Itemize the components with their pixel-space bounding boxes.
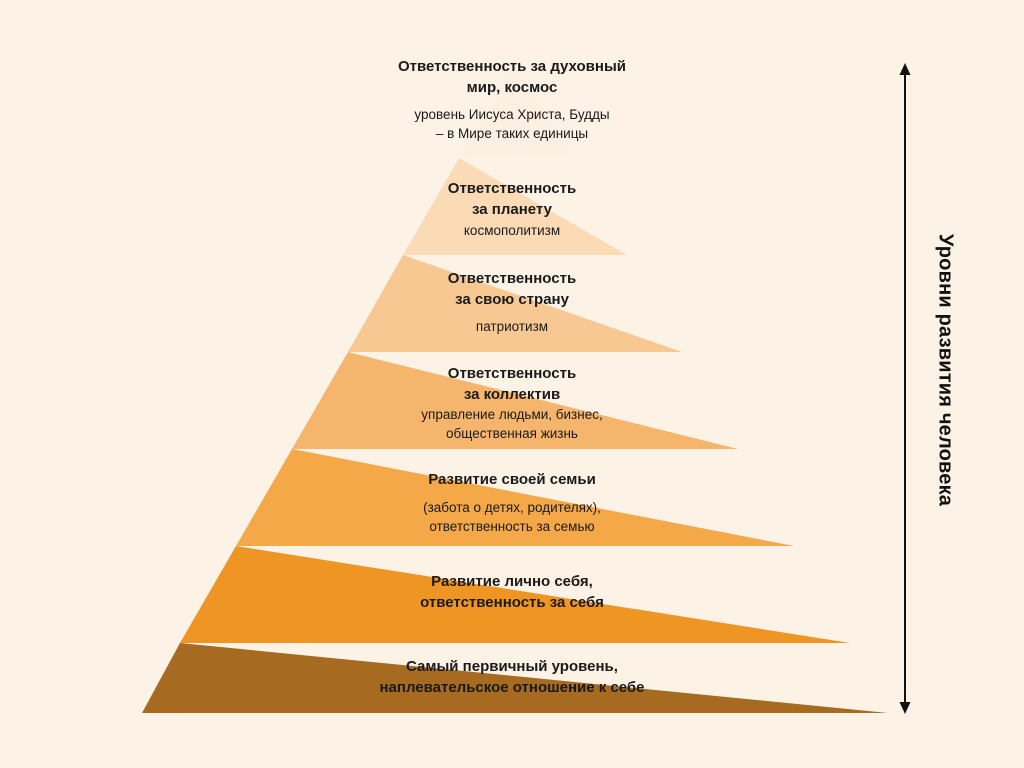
pyramid-level-1-subtitle: уровень Иисуса Христа, Будды – в Мире та… (414, 107, 610, 141)
pyramid-level-3-text: Ответственность за свою страну патриотиз… (312, 268, 712, 336)
pyramid-level-7-title: Самый первичный уровень, наплевательское… (379, 658, 645, 696)
pyramid-level-7-text: Самый первичный уровень, наплевательское… (312, 656, 712, 698)
pyramid-level-2-band (403, 158, 627, 255)
pyramid-level-4-subtitle: управление людьми, бизнес, общественная … (421, 407, 603, 441)
pyramid-level-5-band (236, 449, 794, 546)
pyramid-level-7-band (142, 643, 888, 713)
pyramid-level-3-subtitle: патриотизм (475, 319, 549, 334)
vertical-double-arrow (899, 63, 911, 714)
pyramid-level-6-title: Развитие лично себя, ответственность за … (420, 573, 604, 611)
pyramid-level-6-band (180, 546, 850, 643)
pyramid-level-5-title: Развитие своей семьи (428, 471, 596, 488)
side-axis-label: Уровни развития человека (934, 233, 957, 507)
pyramid-level-1-title: Ответственность за духовный мир, космос (398, 58, 626, 96)
pyramid-level-4-title: Ответственность за коллектив (447, 365, 577, 403)
pyramid-level-5-subtitle: (забота о детях, родителях), ответственн… (423, 500, 601, 534)
pyramid-level-4-band (292, 352, 738, 449)
pyramid-level-3-band (348, 255, 682, 352)
arrow-head-up-icon (899, 63, 911, 75)
pyramid-level-5-text: Развитие своей семьи (забота о детях, ро… (312, 469, 712, 536)
pyramid-level-4-text: Ответственность за коллектив управление … (312, 363, 712, 443)
pyramid-level-2-text: Ответственность за планету космополитизм (312, 178, 712, 240)
arrow-head-down-icon (899, 702, 911, 714)
pyramid-level-2-subtitle: космополитизм (463, 223, 561, 238)
pyramid-level-1-text: Ответственность за духовный мир, космос … (312, 56, 712, 143)
pyramid-level-2-title: Ответственность за планету (447, 180, 577, 218)
pyramid-level-6-text: Развитие лично себя, ответственность за … (312, 571, 712, 613)
pyramid-level-1-band (459, 62, 571, 158)
pyramid-level-3-title: Ответственность за свою страну (447, 270, 577, 308)
